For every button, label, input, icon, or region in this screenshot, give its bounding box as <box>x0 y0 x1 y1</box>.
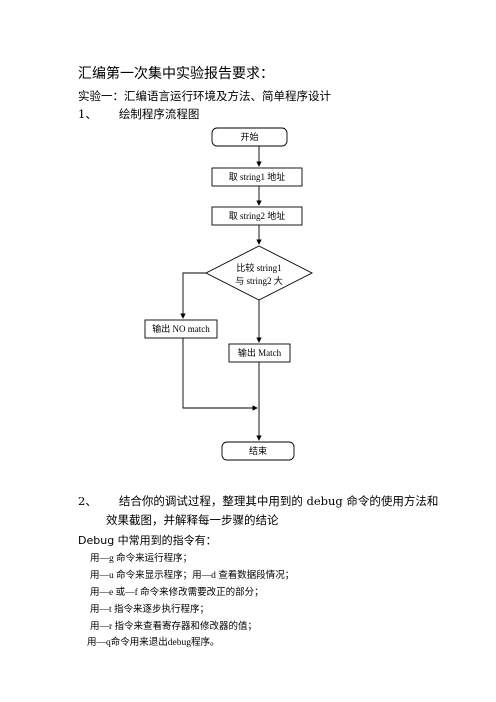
flow-step1-label: 取 string1 地址 <box>229 171 286 182</box>
flow-end-node <box>221 441 295 461</box>
experiment-title: 实验一：汇编语言运行环境及方法、简单程序设计 <box>78 89 331 103</box>
debug-command-item: 用—e 或—f 命令来修改需要改正的部分； <box>90 588 264 598</box>
flow-no-match-label: 输出 NO match <box>152 323 210 334</box>
flow-step2-node <box>211 206 303 226</box>
flow-step1-node <box>211 167 303 187</box>
flow-end-label: 结束 <box>249 445 267 456</box>
item-2-line-1: 2、 结合你的调试过程，整理其中用到的 debug 命令的使用方法和 <box>78 493 438 509</box>
debug-command-item: 用—g 命令来运行程序； <box>90 554 193 564</box>
flow-start-node <box>211 127 288 147</box>
item-1-text: 绘制程序流程图 <box>118 107 200 121</box>
flow-decision-node <box>205 245 313 301</box>
flow-match-node <box>228 343 291 363</box>
flow-arrow <box>182 338 258 411</box>
debug-heading: Debug 中常用到的指令有： <box>78 534 217 547</box>
flow-decision-label-2: 与 string2 大 <box>235 275 283 286</box>
debug-command-item: 用—t 指令来逐步执行程序； <box>90 605 210 615</box>
flow-start-label: 开始 <box>240 131 258 142</box>
flow-decision-label-1: 比较 string1 <box>236 262 281 273</box>
item-1-number: 1、 <box>78 107 97 121</box>
debug-command-item: 用—u 命令来显示程序；用—d 查看数据段情况； <box>90 571 295 581</box>
item-2-text: 结合你的调试过程，整理其中用到的 debug 命令的使用方法和 <box>118 494 439 508</box>
debug-command-item: 用—r 指令来查看寄存器和修改器的值； <box>90 622 258 632</box>
debug-command-item: 用—q命令用来退出debug程序。 <box>87 638 220 648</box>
flow-step2-label: 取 string2 地址 <box>229 210 286 221</box>
flow-no-match-node <box>144 319 218 339</box>
page-title: 汇编第一次集中实验报告要求： <box>78 66 274 82</box>
item-2-number: 2、 <box>78 494 97 508</box>
flow-match-label: 输出 Match <box>238 347 282 358</box>
item-1: 1、 绘制程序流程图 <box>78 106 199 122</box>
item-2-line-2: 效果截图，并解释每一步骤的结论 <box>106 513 279 527</box>
flow-arrow <box>180 272 206 319</box>
